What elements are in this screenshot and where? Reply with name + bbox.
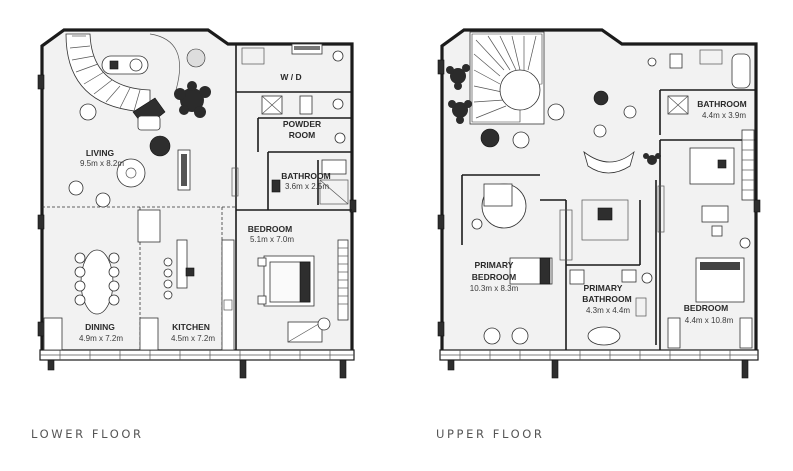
kitchen-dims: 4.5m x 7.2m: [171, 334, 215, 343]
lower-staircase: [65, 33, 206, 113]
living-dims: 9.5m x 8.2m: [80, 159, 124, 168]
living-label: LIVING: [86, 148, 115, 158]
lower-bathroom-label: BATHROOM: [281, 171, 330, 181]
primary-bedroom-label-2: BEDROOM: [472, 272, 516, 282]
primary-bedroom-furniture: [471, 183, 629, 346]
primary-bedroom-label: PRIMARY: [475, 260, 514, 270]
plant-icon: [446, 64, 661, 165]
dining-label: DINING: [85, 322, 115, 332]
upper-bedroom-label: BEDROOM: [684, 303, 728, 313]
upper-bathroom-label: BATHROOM: [697, 99, 746, 109]
upper-staircase: [469, 31, 565, 149]
service-fixtures: [241, 43, 349, 205]
lower-bedroom-label: BEDROOM: [248, 224, 292, 234]
living-furniture: [68, 81, 239, 243]
lower-floor-caption: LOWER FLOOR: [31, 427, 144, 441]
upper-bedroom-dims: 4.4m x 10.8m: [685, 316, 734, 325]
upper-floor-plan: BATHROOM 4.4m x 3.9m PRIMARY BEDROOM 10.…: [437, 28, 761, 379]
kitchen-label: KITCHEN: [172, 322, 210, 332]
upper-bathroom-dims: 4.4m x 3.9m: [702, 111, 746, 120]
upper-exterior-wall: [440, 28, 758, 350]
upper-lounge-furniture: [583, 49, 751, 174]
lower-bedroom-dims: 5.1m x 7.0m: [250, 235, 294, 244]
plant-icon: [174, 81, 211, 118]
lower-bathroom-dims: 3.6m x 2.5m: [285, 182, 329, 191]
primary-bedroom-dims: 10.3m x 8.3m: [470, 284, 519, 293]
primary-bathroom-dims: 4.3m x 4.4m: [586, 306, 630, 315]
lower-bed: [257, 239, 349, 343]
wd-label: W / D: [280, 72, 301, 82]
primary-bathroom-label: PRIMARY: [584, 283, 623, 293]
lower-exterior-wall: [40, 28, 354, 350]
dining-dims: 4.9m x 7.2m: [79, 334, 123, 343]
lower-floor-plan: LIVING 9.5m x 8.2m W / D POWDER ROOM BAT…: [37, 28, 357, 379]
dining-table-set: [43, 249, 159, 351]
upper-bedroom-furniture: [657, 129, 755, 349]
kitchen-fixtures: [163, 239, 235, 351]
powder-room-label-2: ROOM: [289, 130, 315, 140]
primary-bathroom-label-2: BATHROOM: [582, 294, 631, 304]
primary-bathroom-fixtures: [569, 269, 653, 317]
powder-room-label: POWDER: [283, 119, 321, 129]
upper-floor-caption: UPPER FLOOR: [436, 427, 545, 441]
